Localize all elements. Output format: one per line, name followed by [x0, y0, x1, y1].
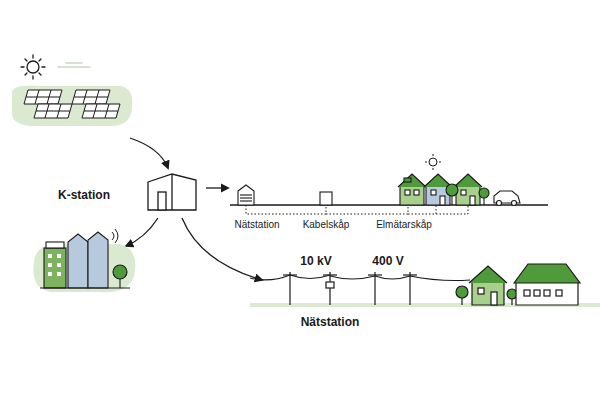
label: Kabelskåp	[303, 219, 350, 230]
label: Nätstation	[234, 219, 279, 230]
label: 10 kV	[300, 255, 331, 268]
label: Nätstation	[301, 316, 360, 329]
label: 400 V	[372, 255, 403, 268]
label: Elmätarskåp	[376, 219, 432, 230]
label: K-station	[58, 189, 110, 202]
